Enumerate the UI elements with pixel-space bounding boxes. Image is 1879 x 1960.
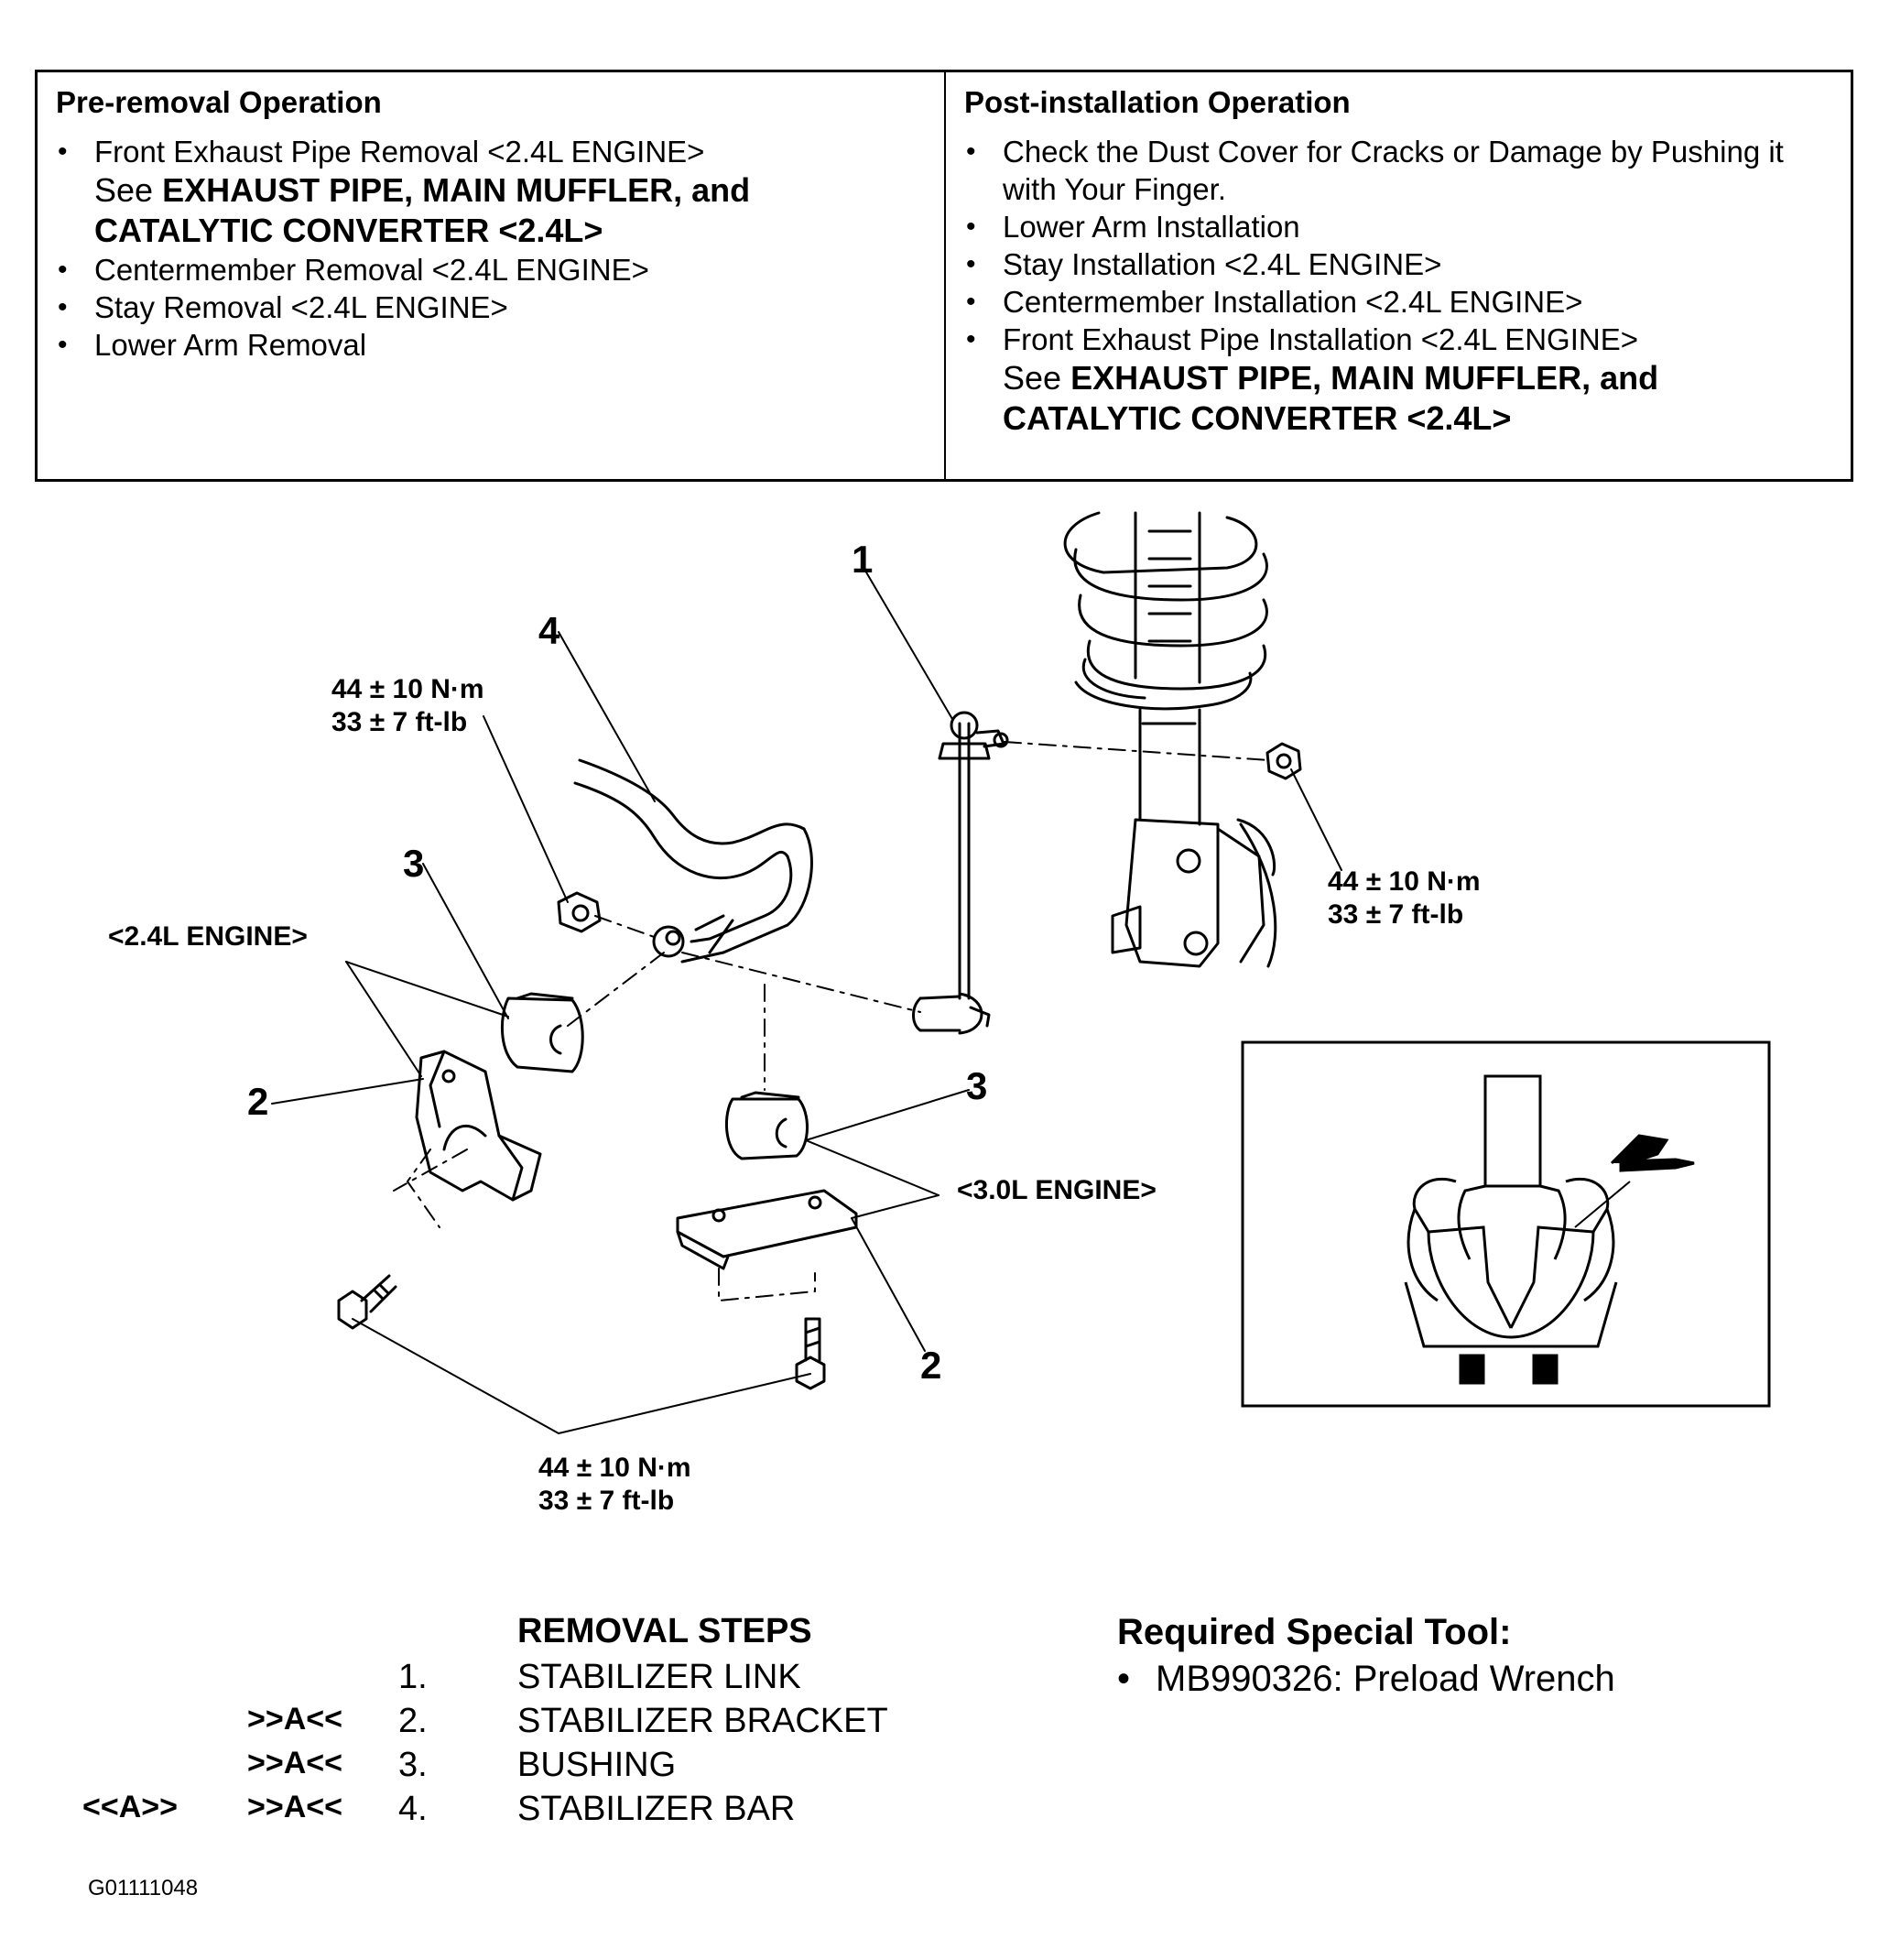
bushing-icon [724,1091,809,1160]
torque-spec: 44 ± 10 N·m 33 ± 7 ft-lb [331,673,484,739]
leader-lines [271,565,1342,1434]
bolt-icon [795,1317,826,1390]
item-text: Centermember Removal <2.4L ENGINE> [94,252,649,287]
list-item: • Front Exhaust Pipe Installation <2.4L … [964,321,1834,439]
list-item: • Stay Installation <2.4L ENGINE> [964,245,1834,283]
stabilizer-bracket-icon [676,1189,858,1270]
removal-note: >>A<< [247,1790,342,1824]
step-number: 1. [398,1658,428,1696]
strut-nut-icon [1265,742,1302,780]
torque-nm: 44 ± 10 N·m [1328,866,1481,897]
list-item: • Centermember Removal <2.4L ENGINE> [56,251,928,289]
see-reference: See EXHAUST PIPE, MAIN MUFFLER, and CATA… [1003,358,1659,437]
callout-2: 2 [247,1080,269,1123]
bullet-icon: • [1117,1659,1131,1699]
torque-spec: 44 ± 10 N·m 33 ± 7 ft-lb [538,1452,691,1518]
bolt-icon [337,1274,397,1330]
callout-1: 1 [852,538,874,581]
special-tool: Required Special Tool: • MB990326: Prelo… [1117,1612,1813,1700]
torque-spec: 44 ± 10 N·m 33 ± 7 ft-lb [1328,866,1481,931]
item-text: Front Exhaust Pipe Installation <2.4L EN… [1003,321,1638,356]
figure-id: G01111048 [88,1876,199,1900]
step-number: 3. [398,1746,428,1784]
ball-joint-inset [1241,1040,1771,1408]
see-reference: See EXHAUST PIPE, MAIN MUFFLER, and CATA… [94,170,751,249]
bullet-icon: • [966,211,976,242]
nut-icon [557,891,602,933]
install-note: <<A>> [82,1790,178,1824]
pre-removal-title: Pre-removal Operation [56,85,382,119]
callout-4: 4 [538,609,560,652]
post-installation-column: Post-installation Operation • Check the … [946,72,1851,479]
pre-removal-list: • Front Exhaust Pipe Removal <2.4L ENGIN… [56,133,928,364]
bullet-icon: • [966,286,976,317]
list-item: • Check the Dust Cover for Cracks or Dam… [964,133,1834,208]
removal-note: >>A<< [247,1746,342,1780]
torque-ftlb: 33 ± 7 ft-lb [1328,899,1464,930]
step-number: 4. [398,1790,428,1828]
list-item: • Front Exhaust Pipe Removal <2.4L ENGIN… [56,133,928,251]
pre-removal-column: Pre-removal Operation • Front Exhaust Pi… [38,72,946,479]
list-item: • Lower Arm Installation [964,208,1834,245]
bullet-icon: • [966,248,976,279]
item-text: Centermember Installation <2.4L ENGINE> [1003,284,1583,319]
callout-3: 3 [403,842,425,885]
step-number: 2. [398,1702,428,1740]
item-text: Stay Installation <2.4L ENGINE> [1003,246,1442,281]
torque-ftlb: 33 ± 7 ft-lb [538,1486,675,1516]
list-item: • Lower Arm Removal [56,326,928,364]
torque-nm: 44 ± 10 N·m [538,1453,691,1483]
step-name: BUSHING [517,1746,677,1784]
bullet-icon: • [58,329,68,360]
table-row: <<A>> >>A<< 4. STABILIZER BAR [82,1790,961,1834]
operations-table: Pre-removal Operation • Front Exhaust Pi… [35,70,1853,482]
alignment-lines [393,741,1269,1301]
list-item: • Stay Removal <2.4L ENGINE> [56,289,928,326]
table-row: >>A<< 3. BUSHING [82,1746,961,1790]
bullet-icon: • [966,136,976,167]
item-text: Stay Removal <2.4L ENGINE> [94,289,508,324]
engine-24-label: <2.4L ENGINE> [108,921,308,952]
step-name: STABILIZER BAR [517,1790,796,1828]
item-text: Front Exhaust Pipe Removal <2.4L ENGINE> [94,134,705,169]
step-name: STABILIZER BRACKET [517,1702,888,1740]
callout-2: 2 [920,1344,942,1387]
torque-nm: 44 ± 10 N·m [331,674,484,704]
bullet-icon: • [966,323,976,354]
bullet-icon: • [58,291,68,322]
strut-assembly-icon [1063,511,1277,968]
list-item: • MB990326: Preload Wrench [1117,1659,1813,1700]
item-text: Lower Arm Removal [94,327,367,362]
special-tool-name: MB990326: Preload Wrench [1156,1659,1615,1699]
removal-steps-title: REMOVAL STEPS [517,1612,812,1650]
special-tool-title: Required Special Tool: [1117,1612,1512,1652]
stabilizer-bar-icon [573,758,813,964]
table-row: 1. STABILIZER LINK [82,1658,961,1702]
post-installation-title: Post-installation Operation [964,85,1351,119]
torque-ftlb: 33 ± 7 ft-lb [331,707,468,737]
item-text: Check the Dust Cover for Cracks or Damag… [1003,134,1784,206]
post-installation-list: • Check the Dust Cover for Cracks or Dam… [964,133,1834,439]
table-row: >>A<< 2. STABILIZER BRACKET [82,1702,961,1746]
stabilizer-bracket-icon [415,1050,542,1202]
engine-30-label: <3.0L ENGINE> [957,1175,1157,1205]
bullet-icon: • [58,254,68,285]
removal-note: >>A<< [247,1702,342,1737]
stabilizer-link-icon [912,711,1009,1035]
bullet-icon: • [58,136,68,167]
callout-3: 3 [966,1064,988,1107]
item-text: Lower Arm Installation [1003,209,1300,244]
list-item: • Centermember Installation <2.4L ENGINE… [964,283,1834,321]
step-name: STABILIZER LINK [517,1658,801,1696]
bushing-icon [500,992,584,1073]
